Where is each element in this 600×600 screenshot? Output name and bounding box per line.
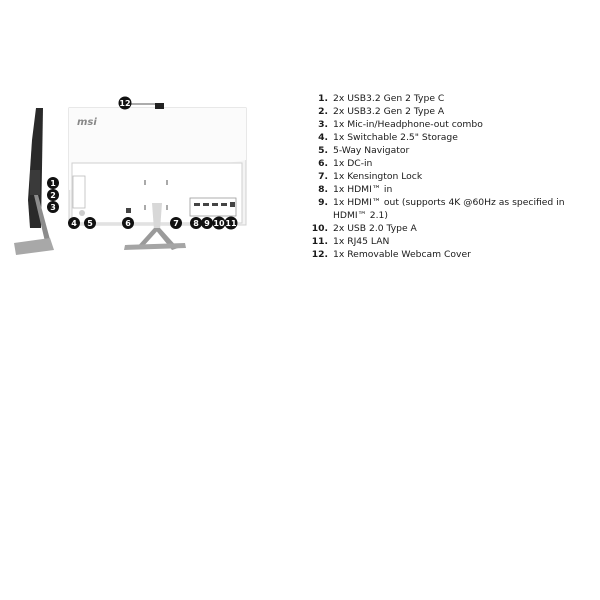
spec-text: 2x USB3.2 Gen 2 Type A	[333, 106, 445, 117]
spec-number: 6.	[318, 158, 328, 169]
callout-10: 10	[212, 216, 226, 230]
spec-item-6: 6. 1x DC-in	[308, 157, 598, 170]
spec-text: 1x Switchable 2.5" Storage	[333, 132, 458, 143]
callout-12: 12	[118, 96, 132, 110]
spec-item-1: 1. 2x USB3.2 Gen 2 Type C	[308, 92, 598, 105]
spec-number: 8.	[318, 184, 328, 195]
spec-text: 1x HDMI™ in	[333, 184, 393, 195]
callout-11: 11	[224, 216, 238, 230]
spec-number: 2.	[318, 106, 328, 117]
callout-8: 8	[190, 217, 202, 229]
spec-item-8: 8. 1x HDMI™ in	[308, 183, 598, 196]
svg-text:4: 4	[71, 219, 77, 228]
spec-text: 1x HDMI™ out (supports 4K @60Hz as speci…	[333, 197, 565, 221]
spec-number: 3.	[318, 119, 328, 130]
svg-text:3: 3	[50, 203, 56, 212]
port-spec-list: 1. 2x USB3.2 Gen 2 Type C 2. 2x USB3.2 Gen…	[308, 92, 598, 261]
webcam	[155, 103, 164, 109]
spec-text: 1x RJ45 LAN	[333, 236, 390, 247]
svg-text:10: 10	[213, 219, 225, 228]
callout-3: 3	[47, 201, 59, 213]
spec-item-7: 7. 1x Kensington Lock	[308, 170, 598, 183]
svg-text:11: 11	[225, 219, 237, 228]
callout-5: 5	[84, 217, 96, 229]
spec-number: 1.	[318, 93, 328, 104]
svg-text:5: 5	[87, 219, 93, 228]
spec-number: 11.	[311, 236, 328, 247]
callout-7: 7	[170, 217, 182, 229]
svg-text:8: 8	[193, 219, 199, 228]
callout-4: 4	[68, 217, 80, 229]
product-illustration: msi 1 2 3 4	[14, 96, 247, 255]
svg-text:12: 12	[119, 99, 130, 108]
msi-logo: msi	[77, 117, 97, 128]
spec-item-5: 5. 5-Way Navigator	[308, 144, 598, 157]
spec-number: 9.	[318, 197, 328, 208]
spec-number: 7.	[318, 171, 328, 182]
spec-item-3: 3. 1x Mic-in/Headphone-out combo	[308, 118, 598, 131]
spec-item-12: 12. 1x Removable Webcam Cover	[308, 248, 598, 261]
spec-text: 1x Mic-in/Headphone-out combo	[333, 119, 483, 130]
svg-text:7: 7	[173, 219, 179, 228]
spec-text: 1x Kensington Lock	[333, 171, 423, 182]
spec-number: 10.	[311, 223, 328, 234]
io-port-block	[189, 197, 237, 217]
back-view-monitor: msi	[68, 103, 247, 250]
spec-text: 1x DC-in	[333, 158, 373, 169]
spec-item-2: 2. 2x USB3.2 Gen 2 Type A	[308, 105, 598, 118]
spec-item-9: 9. 1x HDMI™ out (supports 4K @60Hz as spe…	[308, 196, 598, 222]
svg-text:2: 2	[50, 191, 56, 200]
navigator-button	[79, 210, 85, 216]
spec-number: 5.	[318, 145, 328, 156]
spec-text: 2x USB3.2 Gen 2 Type C	[333, 93, 445, 104]
svg-text:6: 6	[125, 219, 131, 228]
callout-1: 1	[47, 177, 59, 189]
spec-text: 1x Removable Webcam Cover	[333, 249, 471, 260]
spec-item-10: 10. 2x USB 2.0 Type A	[308, 222, 598, 235]
spec-item-4: 4. 1x Switchable 2.5" Storage	[308, 131, 598, 144]
callout-9: 9	[201, 217, 213, 229]
svg-text:9: 9	[204, 219, 210, 228]
spec-number: 4.	[318, 132, 328, 143]
callout-6: 6	[122, 217, 134, 229]
side-view-monitor	[14, 108, 54, 255]
spec-text: 5-Way Navigator	[333, 145, 410, 156]
spec-text: 2x USB 2.0 Type A	[333, 223, 417, 234]
callout-2: 2	[47, 189, 59, 201]
spec-number: 12.	[311, 249, 328, 260]
svg-text:1: 1	[50, 179, 56, 188]
spec-item-11: 11. 1x RJ45 LAN	[308, 235, 598, 248]
